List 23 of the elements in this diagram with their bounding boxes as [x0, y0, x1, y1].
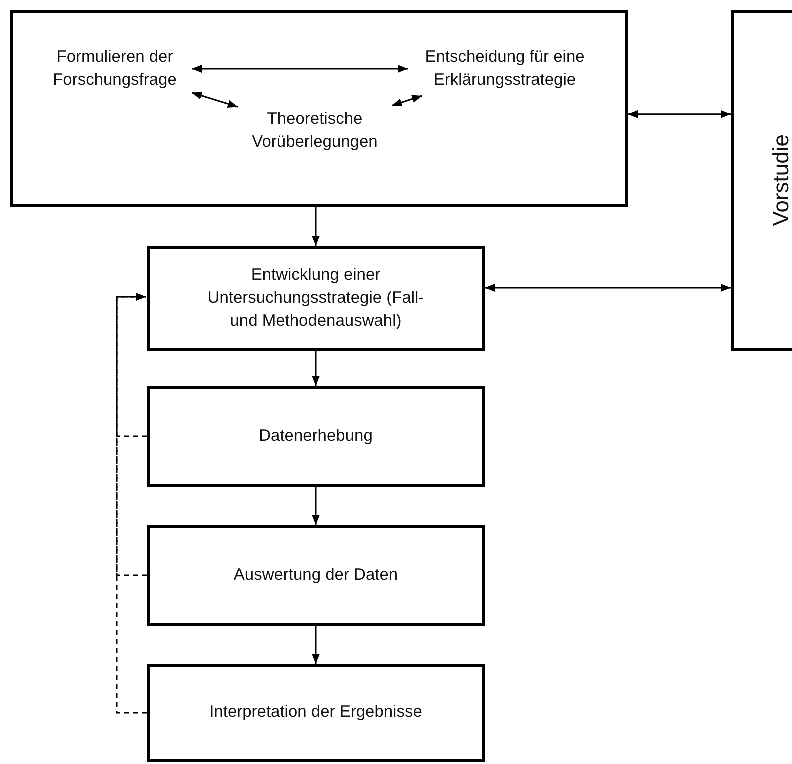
box-frame	[10, 10, 628, 207]
node-text: Formulieren der Forschungsfrage	[52, 46, 178, 91]
process-box	[147, 386, 485, 487]
arrow	[628, 110, 731, 118]
arrow	[312, 207, 320, 246]
arrow	[312, 487, 320, 525]
process-box	[147, 525, 485, 626]
process-box	[147, 246, 485, 351]
dashed-feedback-arrow	[116, 293, 147, 714]
vertical-label: Vorstudie	[768, 134, 792, 226]
arrow	[485, 284, 731, 292]
arrow	[312, 351, 320, 386]
process-box	[147, 664, 485, 762]
arrow	[192, 92, 238, 108]
node-text: Interpretation der Ergebnisse	[210, 702, 422, 724]
node-text: Entscheidung für eine Erklärungsstrategie	[424, 46, 586, 91]
arrow	[392, 95, 422, 107]
arrow	[312, 626, 320, 664]
node-text: Datenerhebung	[259, 426, 373, 447]
arrow	[192, 65, 408, 73]
node-text: Entwicklung einer Untersuchungsstrategie (Fall- und Methodenauswahl)	[206, 264, 426, 332]
node-text: Theoretische Vorüberlegungen	[251, 108, 379, 153]
node-text: Auswertung der Daten	[234, 564, 398, 586]
